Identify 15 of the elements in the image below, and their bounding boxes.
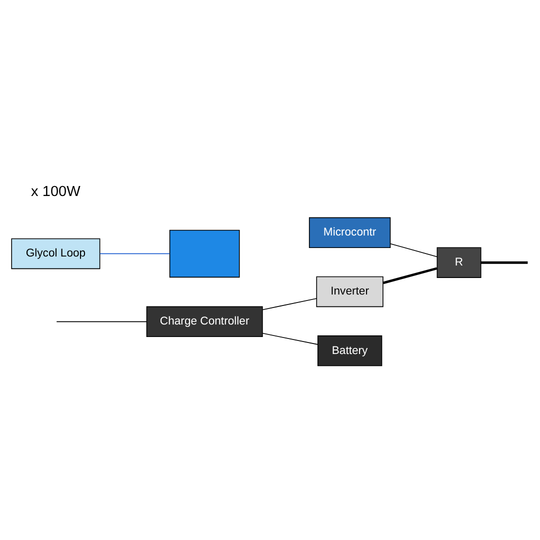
node-box: Inverter bbox=[316, 276, 384, 307]
connector bbox=[262, 332, 318, 344]
node-box: Microcontr bbox=[308, 216, 391, 248]
connector bbox=[382, 266, 438, 284]
connector bbox=[56, 320, 148, 322]
node-box: R bbox=[436, 246, 482, 278]
node-box bbox=[169, 229, 240, 278]
connector bbox=[100, 252, 170, 254]
connector bbox=[390, 242, 438, 257]
connector bbox=[262, 298, 318, 310]
connector bbox=[480, 260, 528, 264]
node-box: Battery bbox=[317, 334, 382, 366]
node-box: Charge Controller bbox=[146, 306, 263, 337]
label: x 100W bbox=[31, 183, 80, 200]
node-box: Glycol Loop bbox=[11, 238, 100, 269]
